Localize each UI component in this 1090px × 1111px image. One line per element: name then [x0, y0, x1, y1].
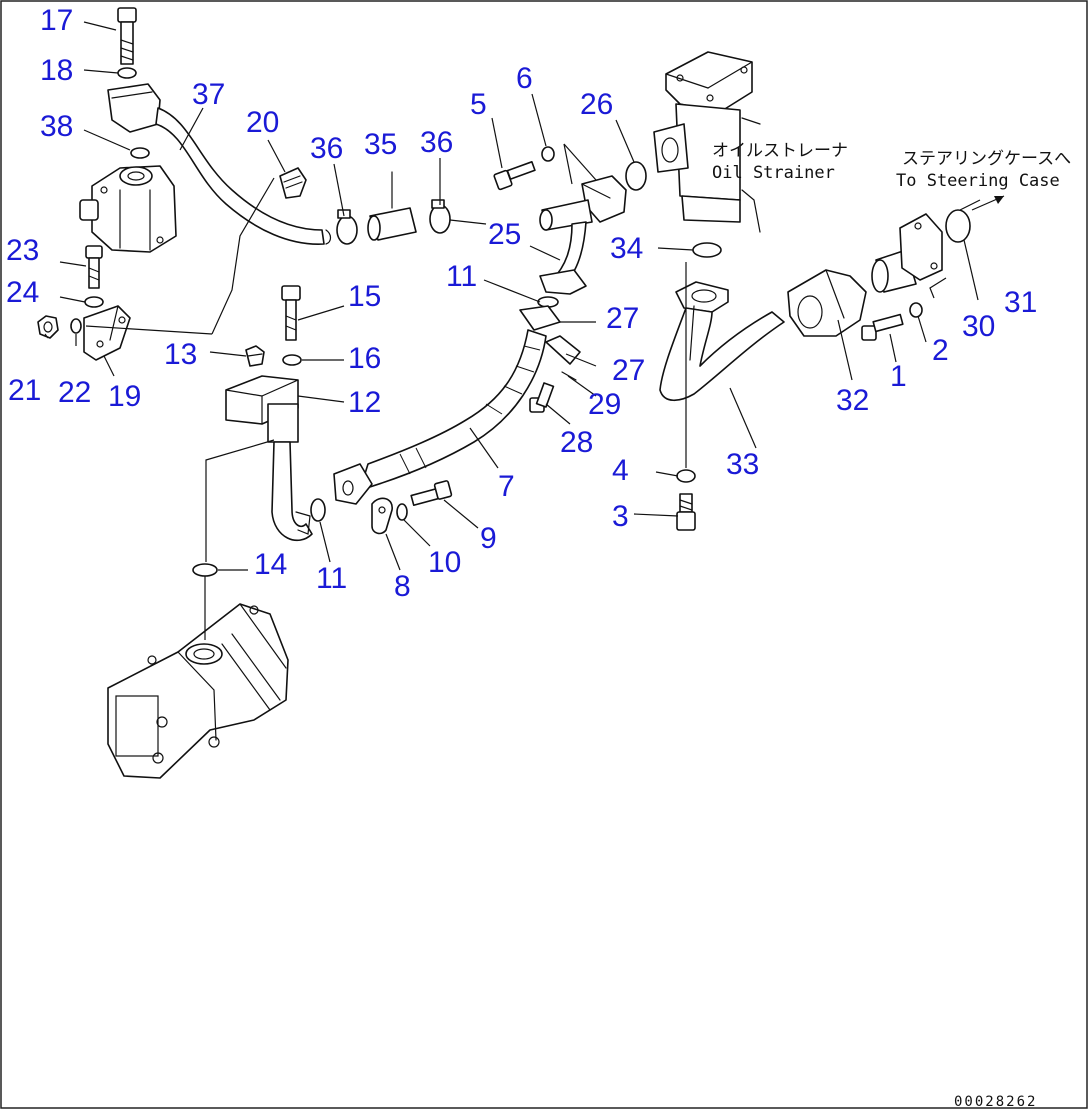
callout-17: 17: [40, 4, 73, 37]
o-ring-14: [192, 563, 218, 577]
callout-8: 8: [394, 570, 411, 603]
callout-25: 25: [488, 218, 521, 251]
washer-22: [70, 318, 82, 334]
callout-21: 21: [8, 374, 41, 407]
callout-10: 10: [428, 546, 461, 579]
callout-27-lower: 27: [612, 354, 645, 387]
callout-24: 24: [6, 276, 39, 309]
steering-label-jp: ステアリングケースへ: [902, 149, 1071, 169]
callout-35: 35: [364, 128, 397, 161]
washer-4: [676, 469, 696, 483]
callout-34: 34: [610, 232, 643, 265]
main-pump: [107, 603, 289, 779]
callout-32: 32: [836, 384, 869, 417]
callout-38: 38: [40, 110, 73, 143]
tube-25: [539, 175, 627, 295]
callout-23: 23: [6, 234, 39, 267]
o-ring-11-lower: [310, 498, 326, 522]
steering-label-en: To Steering Case: [896, 171, 1060, 191]
strainer-label-en: Oil Strainer: [712, 163, 835, 183]
callout-26: 26: [580, 88, 613, 121]
clamp-36-right: [429, 199, 451, 234]
oil-strainer: [653, 51, 761, 233]
callout-36-right: 36: [420, 126, 453, 159]
callout-3: 3: [612, 500, 629, 533]
callout-11-top: 11: [446, 260, 477, 293]
flange-tube-30: [871, 213, 943, 293]
nut-21: [37, 315, 59, 339]
o-ring-38: [130, 147, 150, 159]
callout-9: 9: [480, 522, 497, 555]
suction-pipe-33: [659, 281, 785, 402]
callout-2: 2: [932, 334, 949, 367]
callout-13: 13: [164, 338, 197, 371]
bolt-17: [117, 7, 137, 65]
leader-lines: [44, 21, 1005, 640]
block-12: [225, 375, 313, 542]
o-ring-31: [945, 209, 971, 243]
washer-2: [909, 302, 923, 318]
callout-6: 6: [516, 62, 533, 95]
callout-19: 19: [108, 380, 141, 413]
callout-31: 31: [1004, 286, 1037, 319]
flange-27-upper: [519, 305, 561, 331]
washer-6: [541, 146, 555, 162]
callout-18: 18: [40, 54, 73, 87]
bolt-23: [85, 245, 103, 289]
strainer-label-jp: オイルストレーナ: [712, 141, 848, 161]
callout-36-left: 36: [310, 132, 343, 165]
split-flange-8: [371, 497, 393, 535]
upper-pump: [79, 165, 177, 253]
callout-14: 14: [254, 548, 287, 581]
callout-7: 7: [498, 470, 515, 503]
washer-24: [84, 296, 104, 308]
clamp-36-left: [336, 209, 358, 245]
callout-30: 30: [962, 310, 995, 343]
elbow-20: [279, 167, 307, 199]
hose-35: [367, 171, 417, 241]
callout-15: 15: [348, 280, 381, 313]
hose-7: [333, 329, 547, 505]
bolt-15: [281, 285, 301, 341]
callout-11-lower: 11: [316, 562, 347, 595]
bolt-1: [861, 313, 904, 341]
document-number: 00028262: [954, 1094, 1037, 1110]
bolt-5: [493, 160, 536, 191]
bolt-9: [410, 480, 453, 506]
callout-20: 20: [246, 106, 279, 139]
callout-12: 12: [348, 386, 381, 419]
callouts: 17 18 37 38 20 36 35 36 5 6 26 25 34 23 …: [6, 4, 1037, 603]
washer-16: [282, 354, 302, 366]
callout-1: 1: [890, 360, 907, 393]
callout-27-upper: 27: [606, 302, 639, 335]
plug-13: [245, 345, 265, 367]
callout-22: 22: [58, 376, 91, 409]
hose-assembly-37: [107, 83, 332, 245]
o-ring-34: [692, 242, 722, 258]
adapter-32: [787, 269, 867, 337]
callout-16: 16: [348, 342, 381, 375]
o-ring-26: [625, 161, 647, 191]
callout-37: 37: [192, 78, 225, 111]
callout-4: 4: [612, 454, 629, 487]
bolt-3: [676, 493, 696, 531]
bolt-28: [529, 382, 555, 413]
callout-29: 29: [588, 388, 621, 421]
callout-33: 33: [726, 448, 759, 481]
callout-5: 5: [470, 88, 487, 121]
washer-10: [396, 503, 408, 521]
washer-18: [117, 67, 137, 79]
callout-28: 28: [560, 426, 593, 459]
bracket-19: [83, 305, 131, 361]
